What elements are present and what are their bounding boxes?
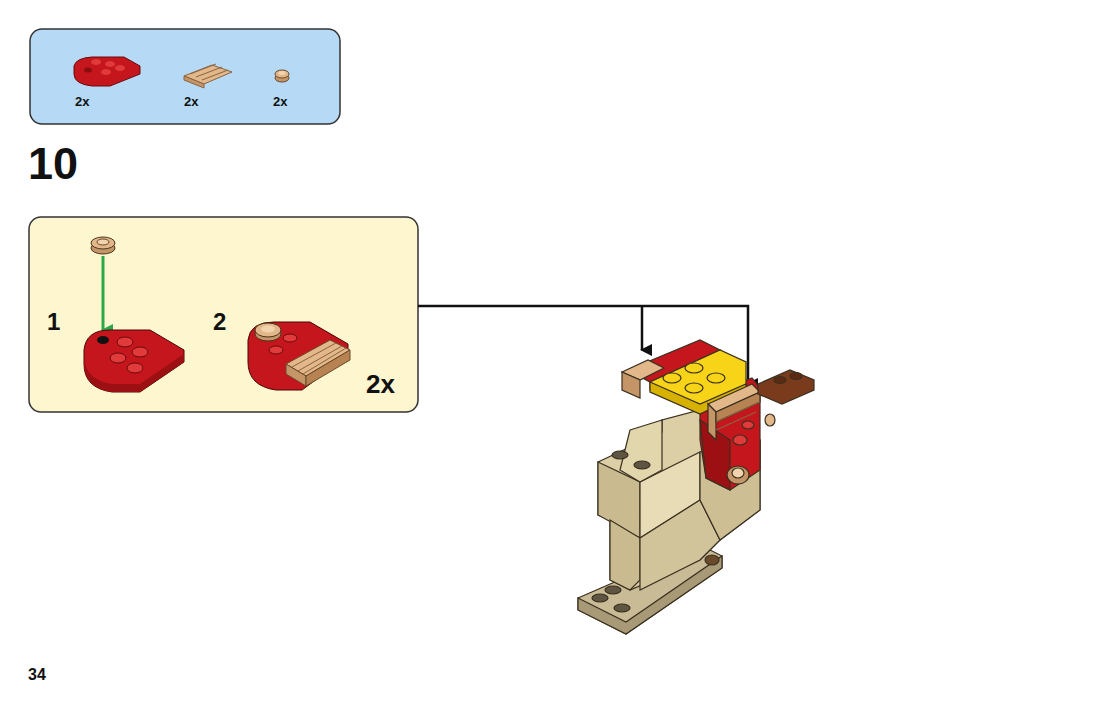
substep-callout: 1 2 2x (29, 217, 418, 412)
red-plate-part (74, 57, 140, 86)
quantity-label: 2x (366, 371, 395, 397)
substep-panel (29, 217, 418, 412)
parts-callout: 2x 2x 2x (30, 29, 340, 124)
pointer-lines (418, 306, 748, 384)
substep-1-art (84, 237, 184, 392)
substep-number: 1 (47, 310, 60, 334)
step-number: 10 (28, 141, 78, 186)
quantity-label: 2x (75, 95, 89, 108)
tan-round-plate-part (275, 70, 289, 82)
substep-number: 2 (213, 310, 226, 334)
page-number: 34 (28, 667, 46, 683)
quantity-label: 2x (184, 95, 198, 108)
quantity-label: 2x (273, 95, 287, 108)
parts-panel (30, 29, 340, 124)
tan-slat-part (184, 64, 232, 88)
model-art (578, 340, 814, 634)
substep-2-art (248, 322, 350, 390)
